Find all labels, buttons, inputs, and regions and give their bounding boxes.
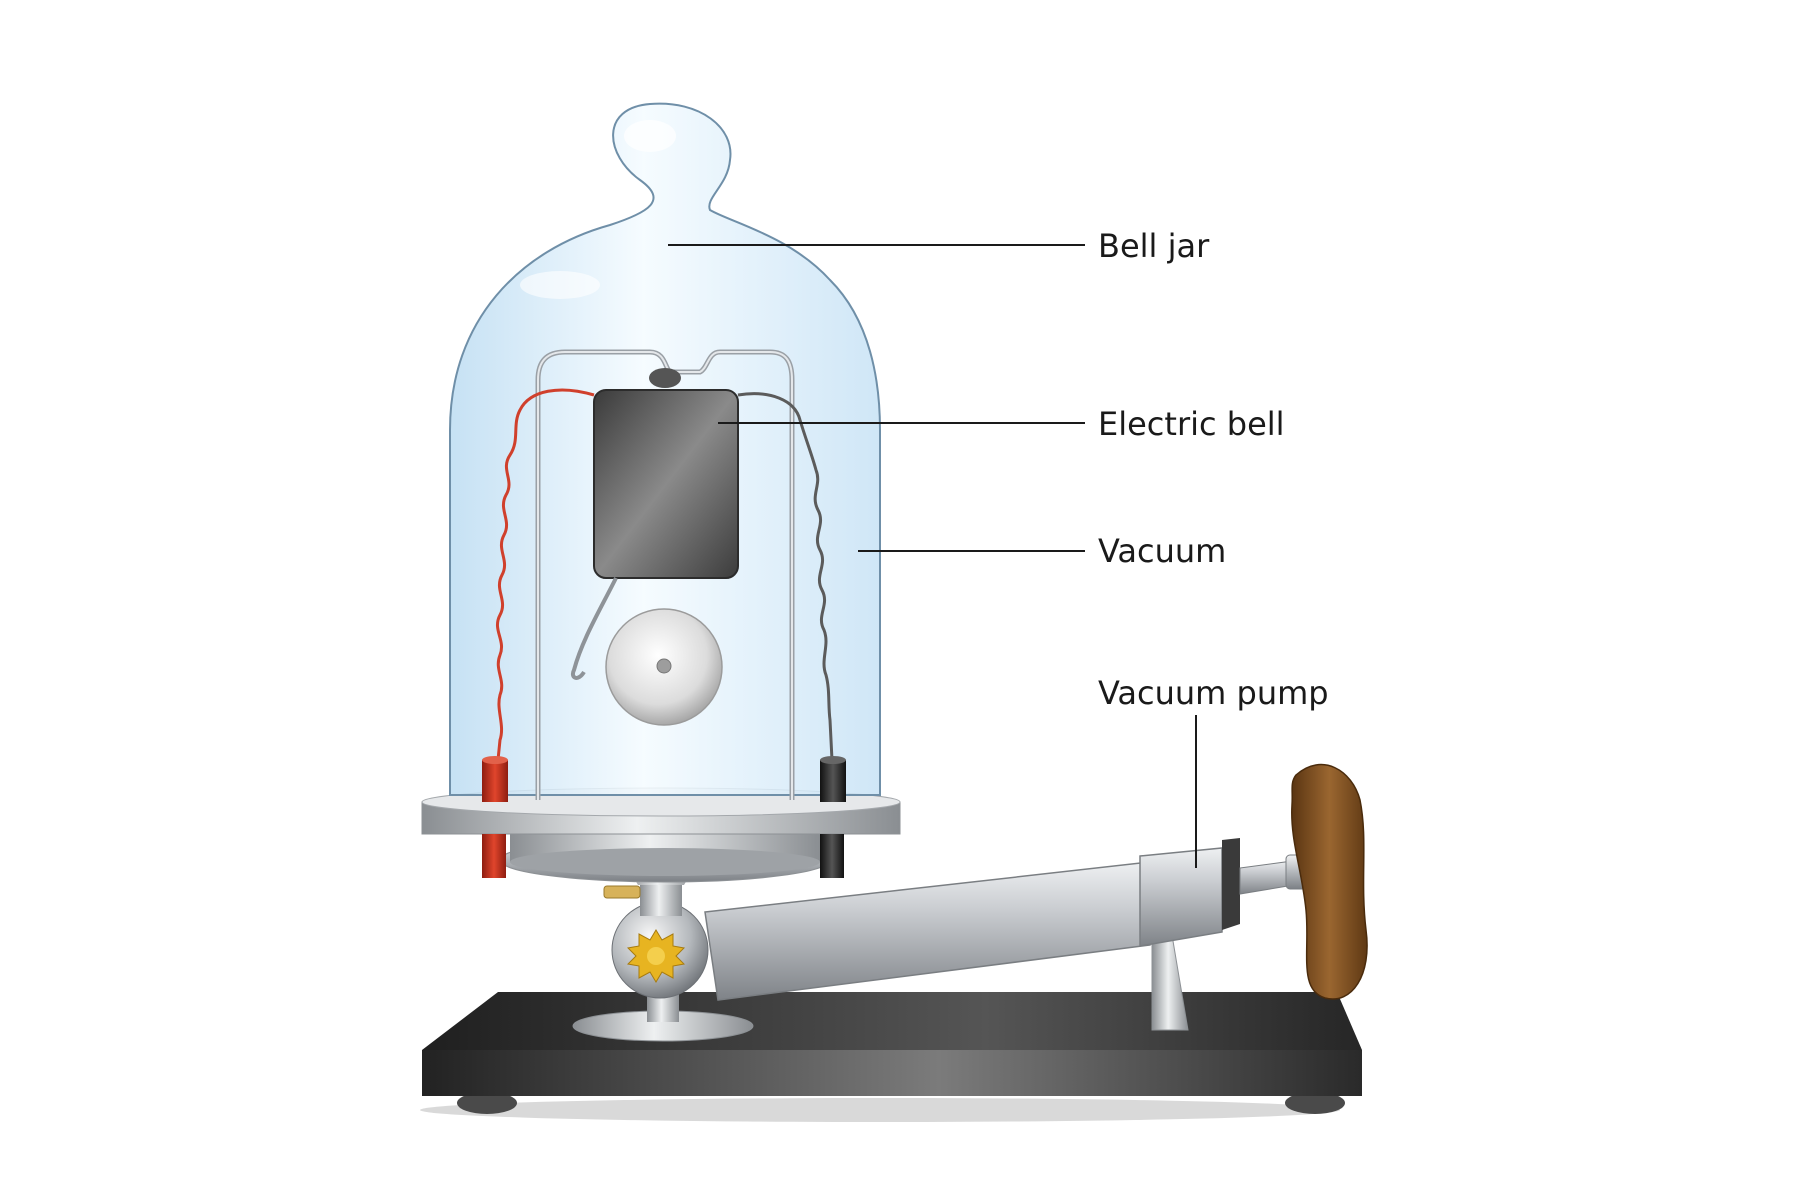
label-vacuum: Vacuum (1098, 532, 1227, 570)
gray-wire (737, 392, 834, 761)
label-electric-bell: Electric bell (1098, 405, 1285, 443)
jar-base-plate (421, 787, 901, 883)
label-vacuum-pump: Vacuum pump (1098, 674, 1329, 712)
terminal-red-cap (482, 756, 508, 764)
bell-top-connector (649, 368, 681, 388)
base-top (422, 992, 1362, 1050)
pump-support-stand (1151, 934, 1189, 1031)
pump-barrel-cap (1139, 847, 1223, 947)
base-shadow (420, 1098, 1340, 1122)
pump-barrel (704, 861, 1151, 1001)
pump-barrel-rim (1222, 838, 1240, 930)
glass-highlight-top (624, 120, 676, 152)
red-wire (495, 388, 595, 761)
terminal-black-cap (820, 756, 846, 764)
bell-stand-frame-inner (537, 351, 793, 800)
brass-valve (603, 885, 641, 899)
label-bell-jar: Bell jar (1098, 227, 1210, 265)
pump-handle (1291, 763, 1368, 1000)
glass-highlight-shoulder (520, 271, 600, 299)
base-foot-right (1285, 1092, 1345, 1114)
terminal-black (820, 760, 846, 802)
bell-assembly (482, 349, 846, 802)
plate-collar-bottom (510, 848, 820, 876)
terminal-red (482, 760, 508, 802)
terminal-red-bottom (482, 834, 506, 878)
gear-center (647, 947, 665, 965)
base-board (420, 992, 1362, 1122)
electric-bell-box (593, 389, 739, 579)
bell-hammer-arm (571, 577, 618, 680)
base-foot-left (457, 1092, 517, 1114)
leader-lines (668, 244, 1197, 868)
gong-screw (656, 658, 672, 674)
vacuum-pump (572, 763, 1368, 1042)
base-front (422, 1050, 1362, 1096)
terminal-black-bottom (820, 834, 844, 878)
